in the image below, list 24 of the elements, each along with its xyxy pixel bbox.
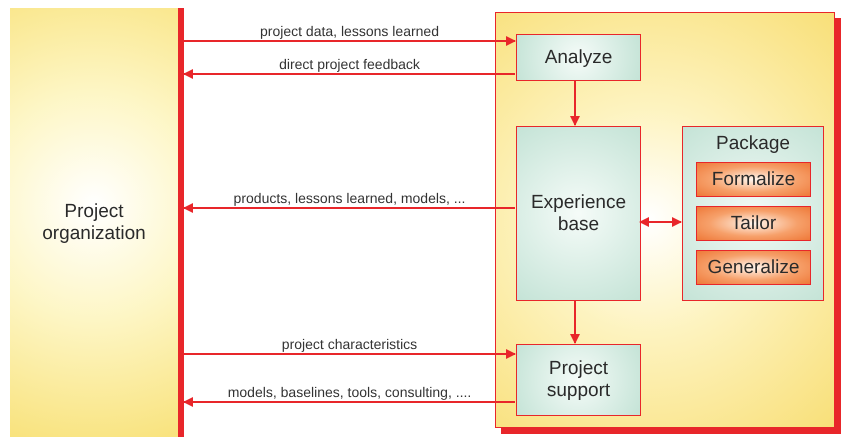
arrow xyxy=(183,69,515,79)
arrow xyxy=(639,217,682,227)
process-box xyxy=(516,344,641,416)
step-box xyxy=(696,206,811,241)
process-box xyxy=(516,34,641,81)
node-label: Package xyxy=(716,133,790,155)
step-box xyxy=(696,250,811,285)
arrow xyxy=(570,80,580,126)
arrow xyxy=(183,203,515,213)
step-box xyxy=(696,162,811,197)
arrow xyxy=(183,397,515,407)
organization-band xyxy=(10,8,184,437)
node-label: Analyze xyxy=(544,46,612,68)
package-box xyxy=(682,126,824,301)
process-box xyxy=(516,126,641,301)
node-label: Generalize xyxy=(708,256,800,278)
node-label: Project organization xyxy=(41,200,147,244)
node-label: Formalize xyxy=(712,168,796,190)
arrow xyxy=(184,349,516,359)
node-label: Tailor xyxy=(730,212,776,234)
arrow xyxy=(184,36,516,46)
node-label: Experience base xyxy=(530,192,628,236)
arrow xyxy=(570,300,580,344)
node-label: Project support xyxy=(546,358,612,402)
